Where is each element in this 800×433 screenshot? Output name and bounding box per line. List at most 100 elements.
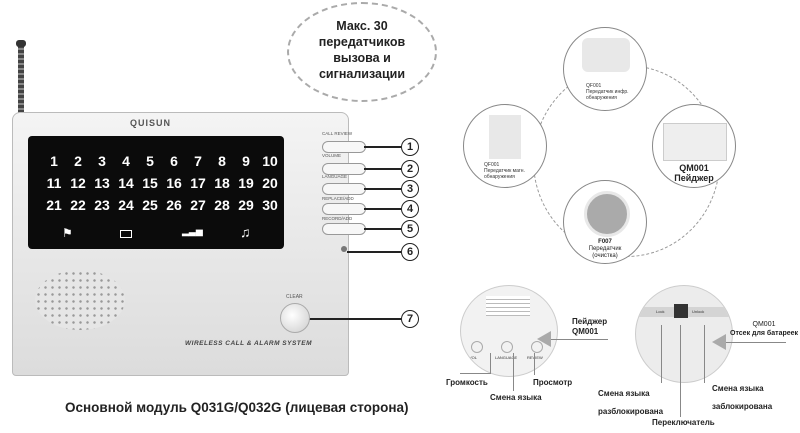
callout-number: 2 [401,160,419,178]
title-line: QM001 [572,327,599,336]
zone-number: 14 [118,175,134,191]
cleaning-transmitter: F007 Передатчик (очистка) [563,180,647,264]
zone-number: 21 [46,197,62,213]
text-line: заблокирована [712,402,773,411]
zone-number: 3 [98,153,106,169]
panel-button-5[interactable] [322,223,366,235]
ir-detector: QF001 Передатчик инфр. обнаружения [563,27,647,111]
volume-label: Громкость [446,378,488,387]
speaker-grille [35,270,125,330]
zone-number: 25 [142,197,158,213]
bubble-line: вызова и [333,51,391,65]
callout-line [347,251,401,253]
zone-number: 2 [74,153,82,169]
callout-line [308,318,401,320]
callout-number: 6 [401,243,419,261]
mag-model: QF001 [484,162,500,168]
led-indicator [341,246,347,252]
zone-number: 20 [262,175,278,191]
leader-line [704,325,705,383]
bubble-line: передатчиков [318,35,406,49]
f007-desc: (очистка) [592,253,618,259]
language-change-label: Смена языка [490,393,542,402]
leader-line [680,325,681,417]
f007-model: F007 [598,239,612,245]
leader-line [513,353,514,391]
display-panel [28,136,284,249]
callout-number: 5 [401,220,419,238]
zone-number: 1 [50,153,58,169]
system-strip-text: WIRELESS CALL & ALARM SYSTEM [185,340,313,347]
zone-number: 4 [122,153,130,169]
pager-front-title: Пейджер QM001 [572,317,607,337]
text-line: разблокирована [598,407,664,416]
vol-label: VOL [469,355,478,360]
zone-number: 16 [166,175,182,191]
max-transmitters-bubble: Макс. 30 передатчиков вызова и сигнализа… [287,2,437,102]
zone-number: 28 [214,197,230,213]
title-line: QM001 [752,321,776,328]
ir-model: QF001 [586,83,602,89]
language-label: LANGUAGE [495,355,518,360]
bubble-line: Макс. 30 [336,19,388,33]
panel-button-4[interactable] [322,203,366,215]
arrow [537,331,551,347]
callout-number: 7 [401,310,419,328]
callout-line [364,208,401,210]
ir-desc: Передатчик инфр. [586,89,629,95]
antenna [18,45,24,113]
title-line: Отсек для батареек [730,330,799,337]
leader-line [551,339,608,340]
language-button[interactable] [501,341,513,353]
zone-number: 29 [238,197,254,213]
leader-line [661,325,662,383]
button-label: CALL REVIEW [322,131,353,136]
panel-button-1[interactable] [322,141,366,153]
callout-line [364,228,401,230]
zone-number: 27 [190,197,206,213]
clear-button[interactable] [280,303,310,333]
lock-switch[interactable] [674,304,688,318]
leader-line [534,353,535,375]
zone-number: 24 [118,197,134,213]
zone-number: 5 [146,153,154,169]
callout-number: 1 [401,138,419,156]
f007-desc: Передатчик [588,246,622,252]
panel-button-3[interactable] [322,183,366,195]
module-caption: Основной модуль Q031G/Q032G (лицевая сто… [65,400,409,415]
button-label: LANGUAGE [322,174,348,179]
zone-number: 10 [262,153,278,169]
callout-number: 4 [401,200,419,218]
zone-number: 11 [46,175,62,191]
zone-number: 17 [190,175,206,191]
panel-button-2[interactable] [322,163,366,175]
zone-number: 19 [238,175,254,191]
callout-line [364,146,401,148]
magnetic-detector: QF001 Передатчик магн. обнаружения [463,104,547,188]
zone-number: 13 [94,175,110,191]
zone-number: 23 [94,197,110,213]
button-label: REPLACE/ADD [322,196,354,201]
vol-button[interactable] [471,341,483,353]
callout-line [364,168,401,170]
pager-desc: Пейджер [674,173,714,183]
brand-logo: QUISUN [130,118,172,128]
leader-line [726,342,786,343]
unlock-label: Unlock [692,309,705,314]
zone-number: 15 [142,175,158,191]
zone-number: 30 [262,197,278,213]
zone-number: 8 [218,153,226,169]
text-line: Смена языка [598,389,650,398]
button-label: VOLUME [322,153,342,158]
ir-desc: обнаружения [586,95,617,101]
zone-number: 18 [214,175,230,191]
mag-desc: Передатчик магн. [484,168,525,174]
leader-line [460,373,491,374]
music-note-icon: ♫ [240,224,251,240]
signal-icon: ▂▃▅ [182,226,203,236]
title-line: Пейджер [572,317,608,326]
lock-label: Lock [656,309,665,314]
pager-back-title: QM001 Отсек для батареек [730,320,798,338]
pager-thumb: QM001 Пейджер [652,104,736,188]
locked-label: Смена языка заблокирована [712,380,772,416]
